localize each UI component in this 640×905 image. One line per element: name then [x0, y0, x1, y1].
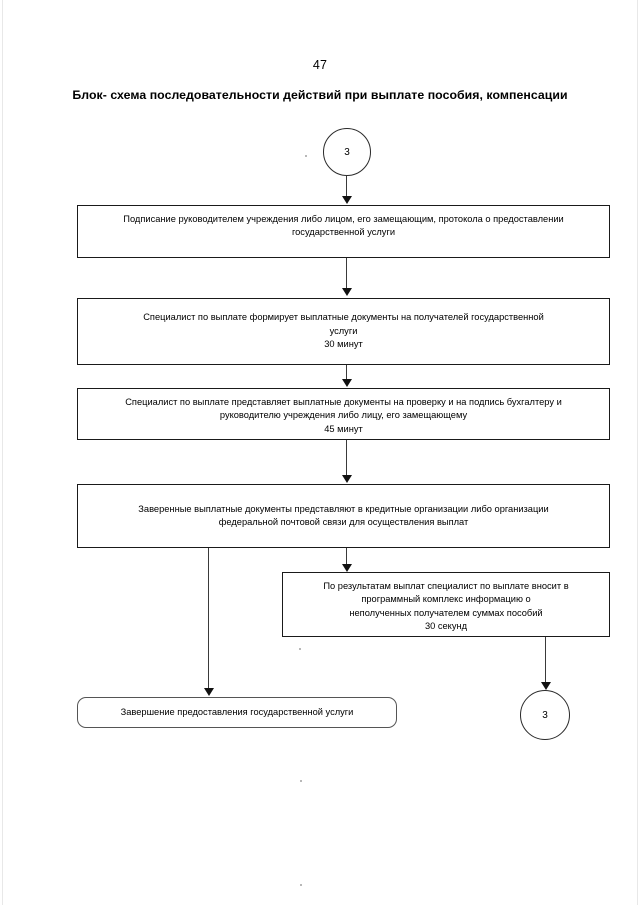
page-edge-artifact-right	[637, 0, 638, 905]
page-number: 47	[312, 58, 328, 72]
flow-node-text: По результатам выплат специалист по выпл…	[323, 581, 569, 632]
flow-node-text: Завершение предоставления государственно…	[120, 706, 354, 717]
scan-speck	[300, 884, 302, 886]
arrow-head-icon	[342, 288, 352, 296]
arrow-head-icon	[541, 682, 551, 690]
scan-speck	[305, 155, 307, 157]
connector-out-circle: 3	[520, 690, 570, 740]
flow-node-sign-protocol: Подписание руководителем учреждения либо…	[77, 205, 610, 258]
scan-speck	[299, 648, 301, 650]
flow-node-send-to-banks: Заверенные выплатные документы представл…	[77, 484, 610, 548]
flow-node-text: Специалист по выплате представляет выпла…	[125, 397, 562, 434]
arrow-head-icon	[342, 196, 352, 204]
scan-speck	[300, 780, 302, 782]
edge-connector-in-to-sign	[346, 176, 347, 198]
edge-register-to-connector-out	[545, 637, 546, 684]
flow-node-text: Специалист по выплате формирует выплатны…	[143, 312, 544, 350]
flow-node-submit-for-check: Специалист по выплате представляет выпла…	[77, 388, 610, 440]
arrow-head-icon	[342, 564, 352, 572]
flow-node-service-complete: Завершение предоставления государственно…	[77, 697, 397, 728]
flow-node-register-unpaid: По результатам выплат специалист по выпл…	[282, 572, 610, 637]
page-edge-artifact-left	[2, 0, 3, 905]
arrow-head-icon	[342, 475, 352, 483]
connector-in-circle: 3	[323, 128, 371, 176]
connector-out-label: 3	[542, 709, 548, 721]
flow-node-form-documents: Специалист по выплате формирует выплатны…	[77, 298, 610, 365]
edge-submit-to-banks	[346, 440, 347, 477]
flow-node-text: Подписание руководителем учреждения либо…	[123, 214, 564, 238]
arrow-head-icon	[342, 379, 352, 387]
connector-in-label: 3	[344, 146, 350, 158]
flow-node-text: Заверенные выплатные документы представл…	[138, 503, 549, 527]
arrow-head-icon	[204, 688, 214, 696]
edge-sign-to-form	[346, 258, 347, 290]
page-title: Блок- схема последовательности действий …	[72, 88, 568, 102]
edge-banks-to-register	[346, 548, 347, 566]
edge-form-to-submit	[346, 365, 347, 381]
edge-banks-to-complete	[208, 548, 209, 690]
